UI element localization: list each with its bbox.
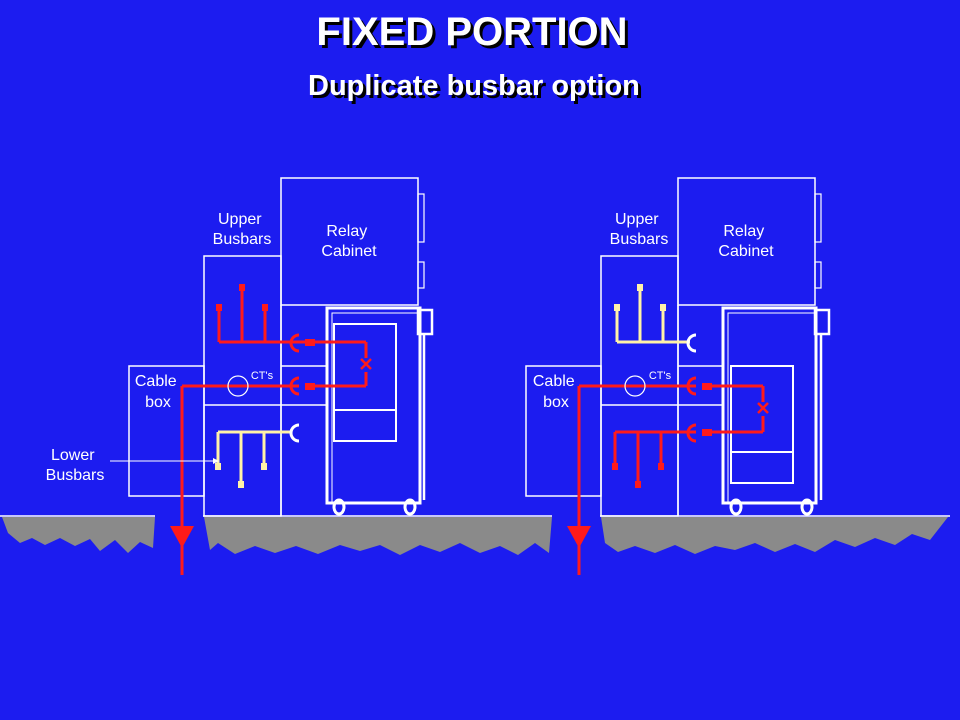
cable-box [525,365,602,497]
contact-lower [686,423,697,443]
upper-busbars-label: Upper Busbars [213,211,272,248]
ground [0,515,950,555]
cable-box-label: Cable box [533,373,579,411]
lower-busbars [216,430,290,484]
cts-label: CT's [251,370,274,382]
right-panel: Upper Busbars Relay Cabinet Cable box CT… [525,177,831,575]
lower-busbars [613,430,696,484]
breaker-circuit [702,383,769,436]
cable-box-label: Cable box [135,373,181,411]
cable-box [128,365,205,497]
relay-cabinet [280,177,419,306]
contact-upper [686,333,697,353]
relay-cabinet [677,177,816,306]
current-transformer [227,375,249,397]
cts-label: CT's [649,370,672,382]
upper-busbars-label: Upper Busbars [610,211,669,248]
upper-busbars [615,288,690,344]
breaker-truck [325,306,434,516]
left-panel: Upper Busbars Relay Cabinet Cable box CT… [46,177,434,575]
relay-cabinet-label: Relay Cabinet [718,223,774,260]
breaker-circuit [305,339,372,390]
upper-busbars [217,288,310,344]
contact-upper [289,333,300,353]
breaker-truck [721,306,831,516]
relay-cabinet-label: Relay Cabinet [321,223,377,260]
lower-busbars-label: Lower Busbars [46,447,105,484]
current-transformer [624,375,646,397]
page-title: FIXED PORTION [316,10,628,54]
page-subtitle: Duplicate busbar option [308,70,640,102]
contact-lower [289,423,300,443]
